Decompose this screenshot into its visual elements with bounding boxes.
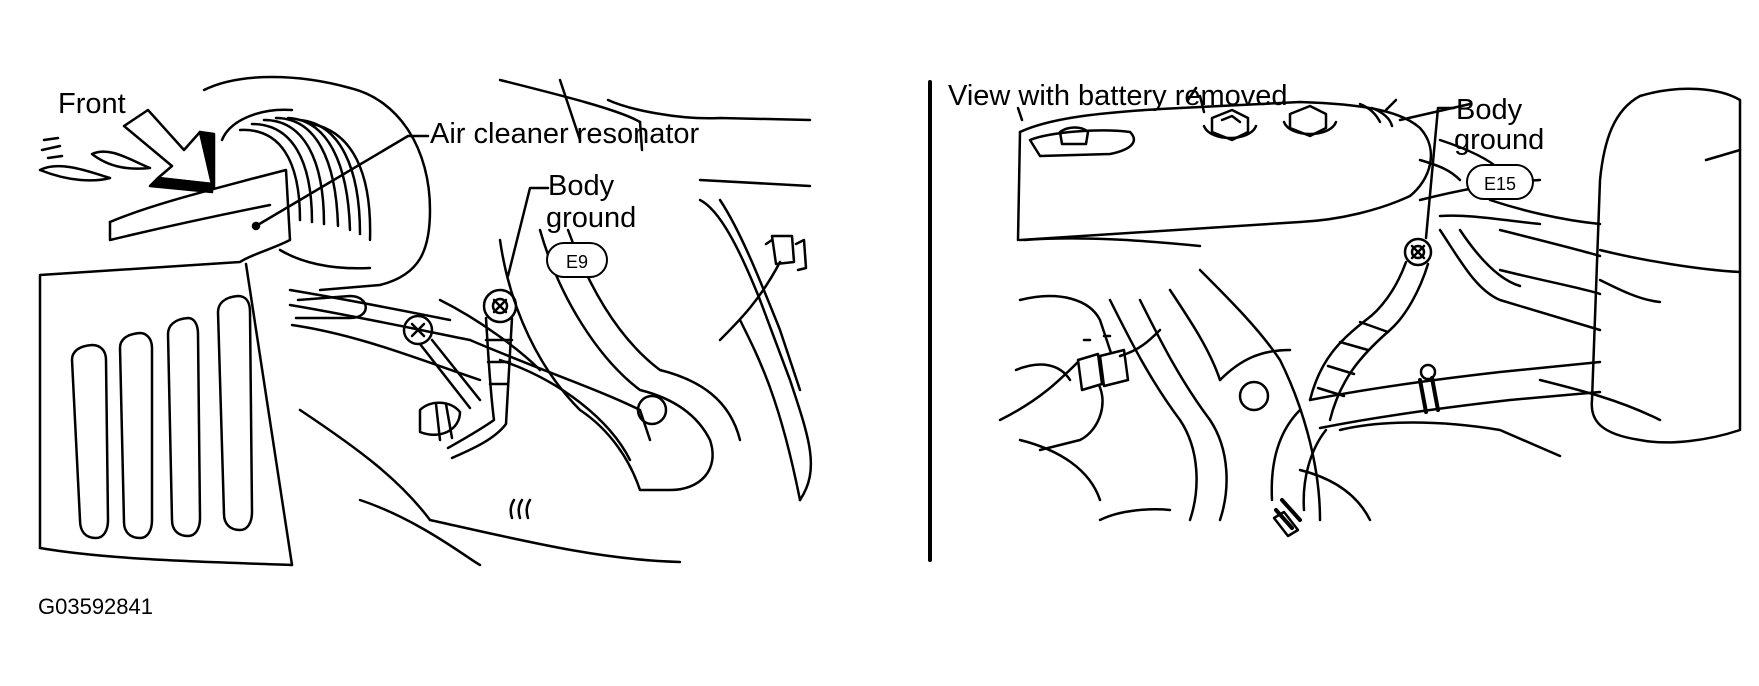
- right-view-drawing: [998, 86, 1742, 538]
- vent-2: [118, 331, 154, 540]
- body-ground-label-line1-left: Body: [548, 170, 615, 202]
- right-connector: [1076, 328, 1162, 392]
- left-connector: [770, 234, 796, 266]
- vent-3: [166, 316, 202, 538]
- connector-code-e9: E9: [546, 242, 608, 278]
- resonator-leader: [254, 134, 430, 228]
- air-cleaner-resonator: [202, 75, 432, 292]
- strut-hole: [636, 394, 668, 426]
- front-label: Front: [58, 88, 126, 120]
- reservoir: [1590, 87, 1742, 444]
- floor-slot: [294, 294, 367, 320]
- body-ground-label-line2-right: ground: [1454, 124, 1545, 156]
- left-view-drawing: [38, 75, 813, 567]
- frame-hole: [1238, 380, 1270, 412]
- body-ground-label-line2-left: ground: [546, 202, 637, 234]
- ground-leader-left: [506, 186, 550, 278]
- front-arrow: [122, 108, 216, 194]
- view-caption-tick: [1016, 106, 1024, 122]
- air-cleaner-resonator-label: Air cleaner resonator: [430, 118, 700, 150]
- view-caption: View with battery removed: [948, 80, 1288, 112]
- mount-bolt: [402, 314, 482, 442]
- engine-cover: [38, 168, 292, 550]
- harness-hose: [1270, 360, 1602, 530]
- vent-4: [216, 294, 254, 532]
- vent-1: [70, 343, 110, 540]
- tray-bolt-2: [1282, 104, 1338, 138]
- figure-code: G03592841: [38, 594, 153, 619]
- body-ground-e9: [446, 288, 518, 460]
- body-ground-e15: [1308, 237, 1433, 422]
- ground-leader-right: [1424, 106, 1456, 240]
- battery-tray: [1018, 100, 1433, 242]
- tray-bolt-1: [1202, 108, 1258, 142]
- connector-code-e15: E15: [1466, 164, 1534, 200]
- body-ground-label-line1-right: Body: [1456, 94, 1523, 126]
- strut-bracket: [498, 228, 714, 492]
